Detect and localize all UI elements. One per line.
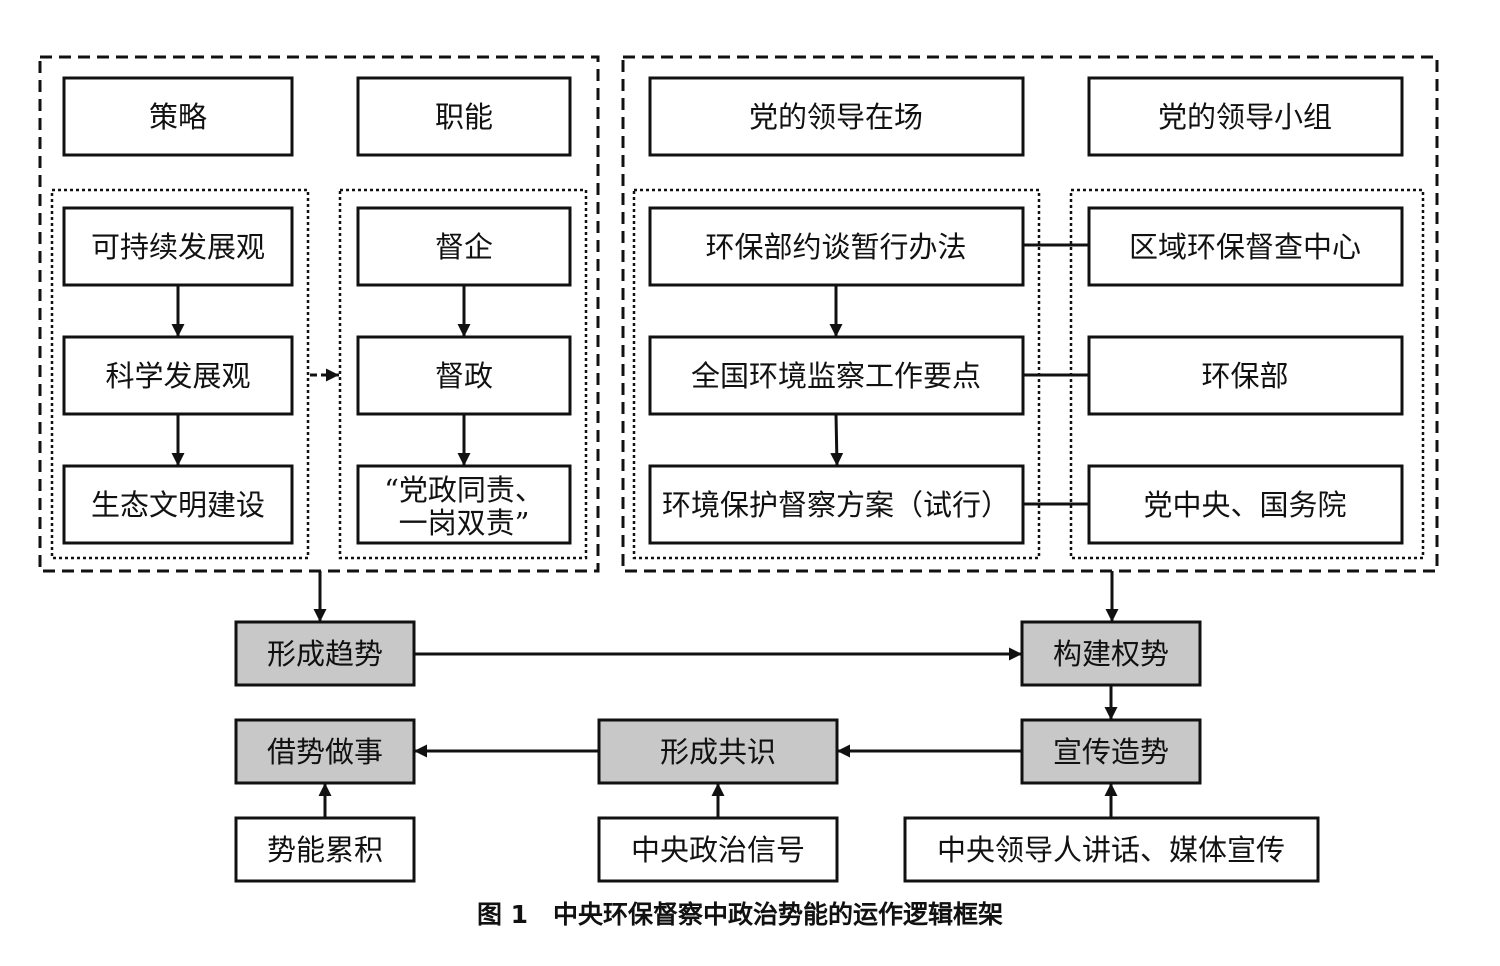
svg-text:全国环境监察工作要点: 全国环境监察工作要点: [691, 359, 981, 393]
svg-text:环保部约谈暂行办法: 环保部约谈暂行办法: [705, 230, 966, 264]
input-central-signal: 中央政治信号: [597, 816, 839, 883]
svg-text:督政: 督政: [435, 359, 493, 393]
policy-item-inspection-points: 全国环境监察工作要点: [648, 335, 1025, 416]
process-build-power: 构建权势: [1020, 620, 1202, 687]
svg-text:科学发展观: 科学发展观: [105, 359, 250, 393]
svg-text:环保部: 环保部: [1201, 359, 1288, 393]
svg-text:“党政同责、: “党政同责、: [384, 473, 544, 507]
agency-item-ministry: 环保部: [1087, 335, 1404, 416]
strategy-header: 策略: [62, 76, 294, 157]
svg-text:职能: 职能: [435, 100, 493, 134]
policy-item-inspection-plan: 环境保护督察方案（试行）: [648, 464, 1025, 545]
function-item-supervise-government: 督政: [356, 335, 572, 416]
arrow-policy-2-to-3: [830, 413, 844, 467]
svg-text:宣传造势: 宣传造势: [1053, 735, 1169, 769]
svg-text:党的领导在场: 党的领导在场: [749, 100, 923, 134]
process-consensus: 形成共识: [597, 718, 839, 785]
strategy-subgroup-frame: [50, 188, 310, 560]
strategy-item-ecological: 生态文明建设: [62, 464, 294, 545]
input-potential-accumulation: 势能累积: [234, 816, 416, 883]
svg-text:区域环保督查中心: 区域环保督查中心: [1129, 230, 1361, 264]
process-leverage: 借势做事: [234, 718, 416, 785]
function-item-supervise-enterprise: 督企: [356, 206, 572, 287]
process-propaganda: 宣传造势: [1020, 718, 1202, 785]
agency-item-regional-center: 区域环保督查中心: [1087, 206, 1404, 287]
svg-text:党的领导小组: 党的领导小组: [1158, 100, 1332, 134]
figure-caption: 图 1 中央环保督察中政治势能的运作逻辑框架: [477, 900, 1003, 929]
svg-text:形成共识: 形成共识: [660, 735, 776, 769]
function-subgroup-frame: [338, 188, 588, 560]
function-header: 职能: [356, 76, 572, 157]
policy-item-interview-measures: 环保部约谈暂行办法: [648, 206, 1025, 287]
svg-text:一岗双责”: 一岗双责”: [399, 506, 530, 540]
right-group-frame: [621, 55, 1439, 573]
svg-text:环境保护督察方案（试行）: 环境保护督察方案（试行）: [662, 488, 1010, 522]
agency-item-central-committee: 党中央、国务院: [1087, 464, 1404, 545]
svg-text:中央领导人讲话、媒体宣传: 中央领导人讲话、媒体宣传: [937, 833, 1285, 867]
svg-text:党中央、国务院: 党中央、国务院: [1143, 488, 1346, 522]
svg-text:策略: 策略: [149, 100, 207, 134]
svg-text:借势做事: 借势做事: [267, 735, 383, 769]
svg-text:形成趋势: 形成趋势: [267, 637, 383, 671]
svg-text:中央政治信号: 中央政治信号: [631, 833, 805, 867]
input-leader-speech-media: 中央领导人讲话、媒体宣传: [903, 816, 1320, 883]
party-group-header: 党的领导小组: [1087, 76, 1404, 157]
svg-text:可持续发展观: 可持续发展观: [91, 230, 265, 264]
svg-text:生态文明建设: 生态文明建设: [91, 488, 265, 522]
process-form-trend: 形成趋势: [234, 620, 416, 687]
function-item-shared-responsibility: “党政同责、 一岗双责”: [356, 464, 572, 545]
svg-text:势能累积: 势能累积: [267, 833, 383, 867]
svg-text:督企: 督企: [435, 230, 493, 264]
strategy-item-sustainable: 可持续发展观: [62, 206, 294, 287]
party-presence-header: 党的领导在场: [648, 76, 1025, 157]
strategy-item-scientific: 科学发展观: [62, 335, 294, 416]
svg-text:构建权势: 构建权势: [1053, 637, 1169, 671]
